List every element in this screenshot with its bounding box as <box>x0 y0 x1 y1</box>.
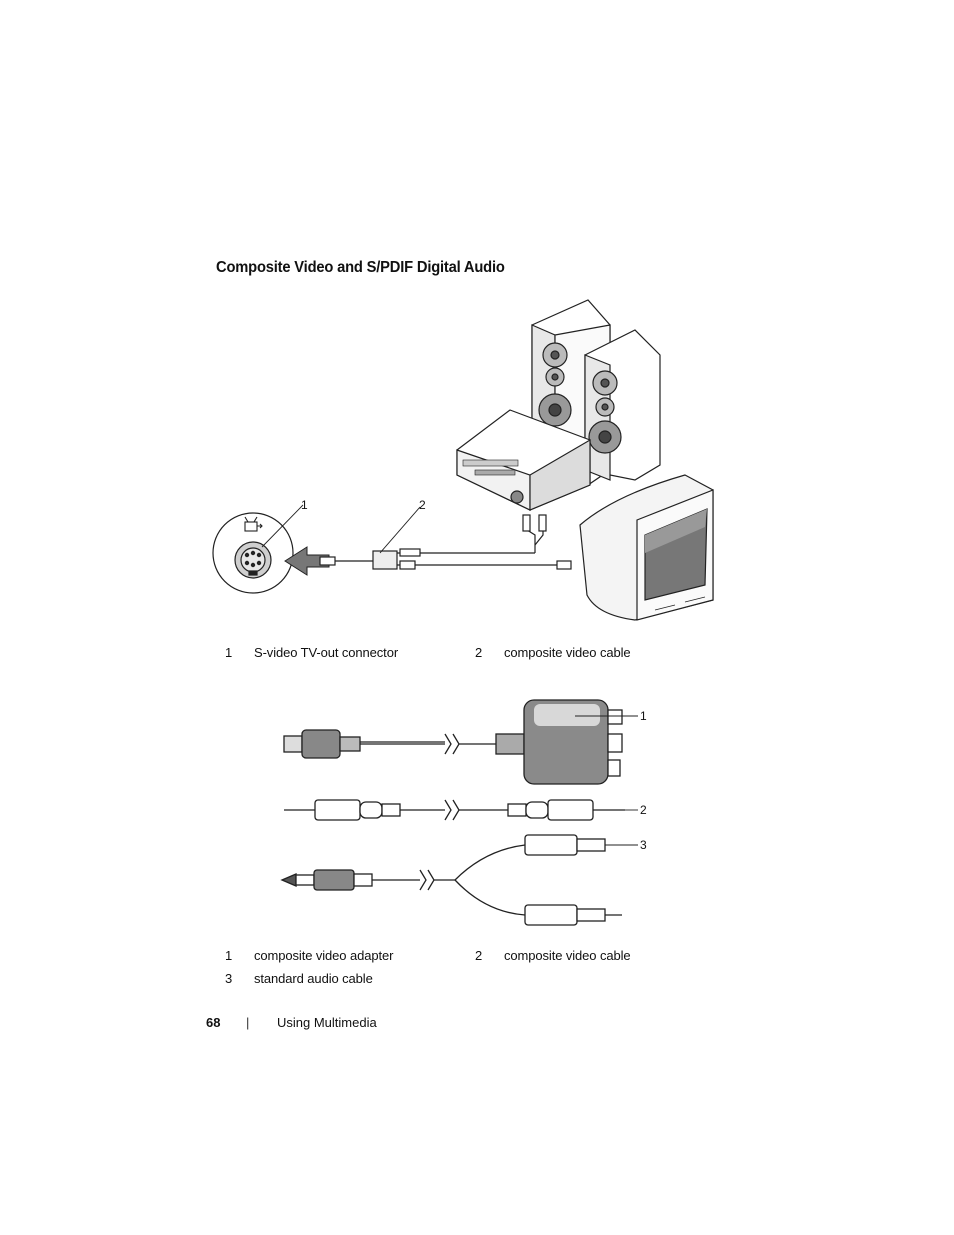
legend2-num-1: 1 <box>225 948 233 963</box>
figure2-callout-2: 2 <box>640 803 647 817</box>
legend2-text-1: composite video adapter <box>254 948 394 963</box>
figure2-callout-3: 3 <box>640 838 647 852</box>
speaker-right <box>584 329 661 481</box>
legend1-num-2: 2 <box>475 645 483 660</box>
legend1-text-1: S-video TV-out connector <box>254 645 399 660</box>
standard-audio-cable <box>280 834 638 926</box>
footer-separator: | <box>246 1015 250 1030</box>
connection-diagram: 1 2 <box>205 295 725 625</box>
connection-diagram-svg: 1 2 <box>212 299 714 621</box>
s-video-connector-illustration <box>212 512 294 594</box>
cables-diagram: 1 2 3 <box>270 690 670 930</box>
composite-video-cable-line <box>319 514 572 570</box>
cables-diagram-svg: 1 2 3 <box>280 699 647 926</box>
legend1-text-2: composite video cable <box>504 645 631 660</box>
composite-video-adapter <box>283 699 638 785</box>
figure2-legend: 1 composite video adapter 2 composite vi… <box>0 948 954 990</box>
legend2-text-3: standard audio cable <box>254 971 373 986</box>
figure1-legend: 1 S-video TV-out connector 2 composite v… <box>0 645 954 663</box>
legend1-num-1: 1 <box>225 645 233 660</box>
section-title: Composite Video and S/PDIF Digital Audio <box>216 259 505 276</box>
television <box>579 474 714 621</box>
tv-out-icon <box>244 516 263 532</box>
figure2-callout-1: 1 <box>640 709 647 723</box>
legend2-num-3: 3 <box>225 971 233 986</box>
figure1-callouts <box>261 504 421 554</box>
legend2-num-2: 2 <box>475 948 483 963</box>
audio-receiver <box>456 409 591 511</box>
footer-section: Using Multimedia <box>277 1015 377 1030</box>
page-number: 68 <box>206 1015 221 1030</box>
figure1-callout-2: 2 <box>419 498 426 512</box>
legend2-text-2: composite video cable <box>504 948 631 963</box>
figure1-callout-1: 1 <box>301 498 308 512</box>
composite-video-cable <box>284 799 638 821</box>
